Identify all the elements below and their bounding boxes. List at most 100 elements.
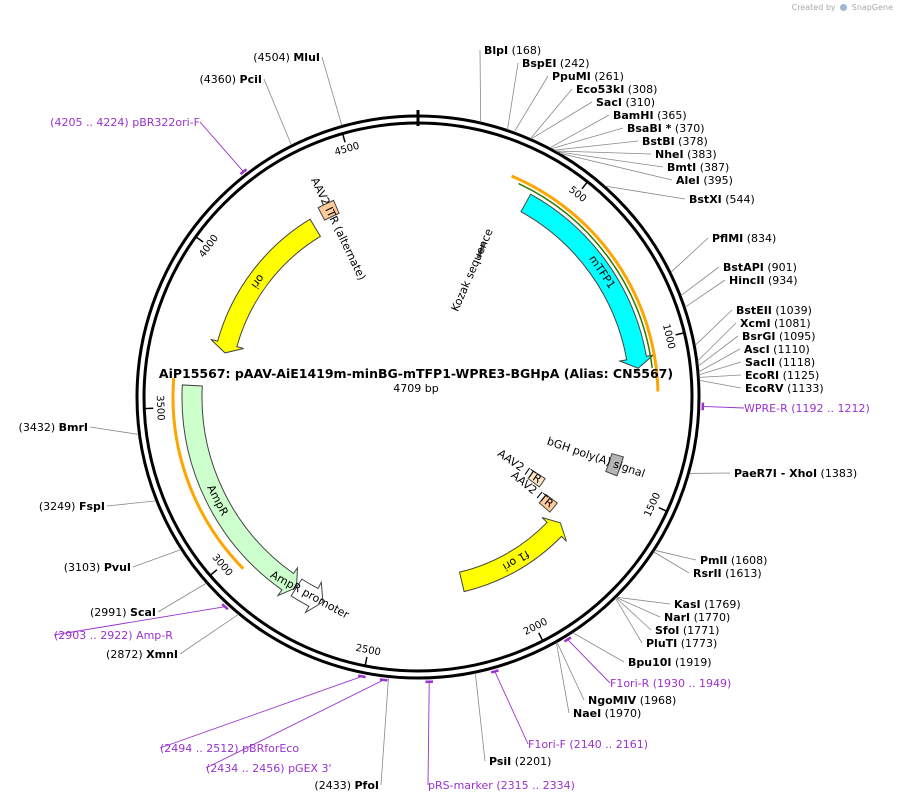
primer-pbrforeco[interactable]: (2494 .. 2512) pBRforEco [159,674,366,755]
site-saci[interactable]: SacI (310) [531,96,655,140]
site-pcii[interactable]: (4360) PciI [199,73,292,146]
feature-aav2-itr-alternate[interactable] [317,199,340,221]
tick-mark [342,134,346,143]
feature-mtfp1[interactable] [520,193,655,369]
feature-ampr-promoter[interactable] [290,578,324,614]
feature-bgh-poly-a-signal[interactable] [605,452,625,477]
site-rsrii[interactable]: RsrII (1613) [653,551,762,580]
feature-f1-ori[interactable] [458,517,567,593]
primer-leader [494,671,529,745]
site-nari[interactable]: NarI (1770) [616,597,730,624]
feature-aav2-itr[interactable] [527,470,546,488]
feature-label-aav2-itr-alternate: AAV2 ITR (alternate) [308,175,368,282]
primer-label: F1ori-F (2140 .. 2161) [528,738,648,751]
tick-label: 2000 [522,616,550,637]
site-position: (365) [654,109,687,122]
site-xmni[interactable]: (2872) XmnI [106,614,239,661]
feature-ori[interactable] [210,218,322,354]
primer-name: pGEX 3' [288,762,332,775]
site-bspei[interactable]: BspEI (242) [507,57,590,130]
site-pfoi[interactable]: (2433) PfoI [314,677,389,792]
primer-pbr322ori-f[interactable]: (4205 .. 4224) pBR322ori-F [50,116,248,176]
primer-range: (2494 .. 2512) [160,742,242,755]
site-blpi[interactable]: BlpI (168) [479,44,541,123]
site-position: (2433) [314,779,354,792]
site-ecori[interactable]: EcoRI (1125) [699,369,819,382]
tick-label: 500 [566,184,588,204]
feature-ampr[interactable] [181,384,299,597]
site-leader [653,551,690,574]
site-bstapi[interactable]: BstAPI (901) [680,261,797,296]
site-label: NgoMIV (1968) [588,694,676,707]
site-asci[interactable]: AscI (1110) [698,343,810,373]
site-bpu10i[interactable]: Bpu10I (1919) [572,632,712,669]
site-pluti[interactable]: PluTI (1773) [615,598,717,650]
site-pvui[interactable]: (3103) PvuI [64,549,182,574]
site-bmri[interactable]: (3432) BmrI [19,421,139,435]
site-naei[interactable]: NaeI (1970) [556,642,641,720]
site-kasi[interactable]: KasI (1769) [616,596,741,611]
site-position: (4504) [253,51,293,64]
site-xcmi[interactable]: XcmI (1081) [697,317,811,362]
feature-aav2-itr[interactable] [538,493,558,513]
primer-mark [239,168,248,176]
site-name: MluI [293,51,320,64]
site-position: (901) [764,261,797,274]
primer-range: (2315 .. 2334) [493,779,575,792]
site-bstxi[interactable]: BstXI (544) [605,185,755,206]
site-name: AscI [744,343,770,356]
site-fspi[interactable]: (3249) FspI [39,500,156,513]
site-sacii[interactable]: SacII (1118) [699,356,815,376]
site-alei[interactable]: AleI (395) [559,152,733,187]
primer-amp-r[interactable]: (2903 .. 2922) Amp-R [53,603,229,642]
site-paer7i-xhoi[interactable]: PaeR7I - XhoI (1383) [689,467,857,480]
feature-kozak-sequence[interactable] [476,241,487,259]
site-pmli[interactable]: PmlI (1608) [654,549,768,567]
site-bsrgi[interactable]: BsrGI (1095) [698,330,816,367]
site-name: EcoRV [745,382,784,395]
primer-mark [563,636,572,643]
site-scai[interactable]: (2991) ScaI [90,582,207,619]
primer-prs-marker[interactable]: pRS-marker (2315 .. 2334) [425,680,575,792]
site-leader [670,237,709,273]
site-name: NarI [664,611,690,624]
tick-mark [658,506,667,512]
site-bamhi[interactable]: BamHI (365) [549,109,687,149]
site-bsabi[interactable]: BsaBI * (370) [551,122,705,150]
site-label: (3249) FspI [39,500,105,513]
site-name: ScaI [130,606,156,619]
site-leader [699,374,742,378]
site-ecorv[interactable]: EcoRV (1133) [699,379,824,395]
tick-mark [581,182,588,190]
site-leader [507,62,519,130]
credit-prefix: Created by [791,3,836,12]
site-ppumi[interactable]: PpuMI (261) [513,70,624,133]
site-nhei[interactable]: NheI (383) [555,148,717,161]
primer-f1ori-r[interactable]: F1ori-R (1930 .. 1949) [563,636,731,690]
site-eco53ki[interactable]: Eco53kI (308) [530,83,658,139]
site-bmti[interactable]: BmtI (387) [557,151,729,174]
site-ngomiv[interactable]: NgoMIV (1968) [556,642,676,707]
site-sfoi[interactable]: SfoI (1771) [615,597,719,637]
site-bstbi[interactable]: BstBI (378) [554,135,708,151]
site-leader [572,632,625,663]
site-hincii[interactable]: HincII (934) [685,274,798,308]
site-label: (4360) PciI [199,73,262,86]
site-leader [605,185,686,200]
site-bsteii[interactable]: BstEII (1039) [694,304,812,346]
site-position: (1919) [672,656,712,669]
site-pflmi[interactable]: PflMI (834) [670,232,776,273]
site-label: BlpI (168) [484,44,541,57]
primer-pgex-3[interactable]: (2434 .. 2456) pGEX 3' [205,678,388,775]
site-label: Eco53kI (308) [576,83,657,96]
tick-mark [364,656,368,666]
site-mlui[interactable]: (4504) MluI [253,51,343,126]
site-position: (242) [556,57,589,70]
site-position: (934) [765,274,798,287]
primer-f1ori-f[interactable]: F1ori-F (2140 .. 2161) [490,669,648,751]
primer-leader [159,675,363,749]
site-psii[interactable]: PsiI (2201) [474,673,551,768]
primer-wpre-r[interactable]: WPRE-R (1192 .. 1212) [701,402,870,415]
site-position: (3249) [39,500,79,513]
